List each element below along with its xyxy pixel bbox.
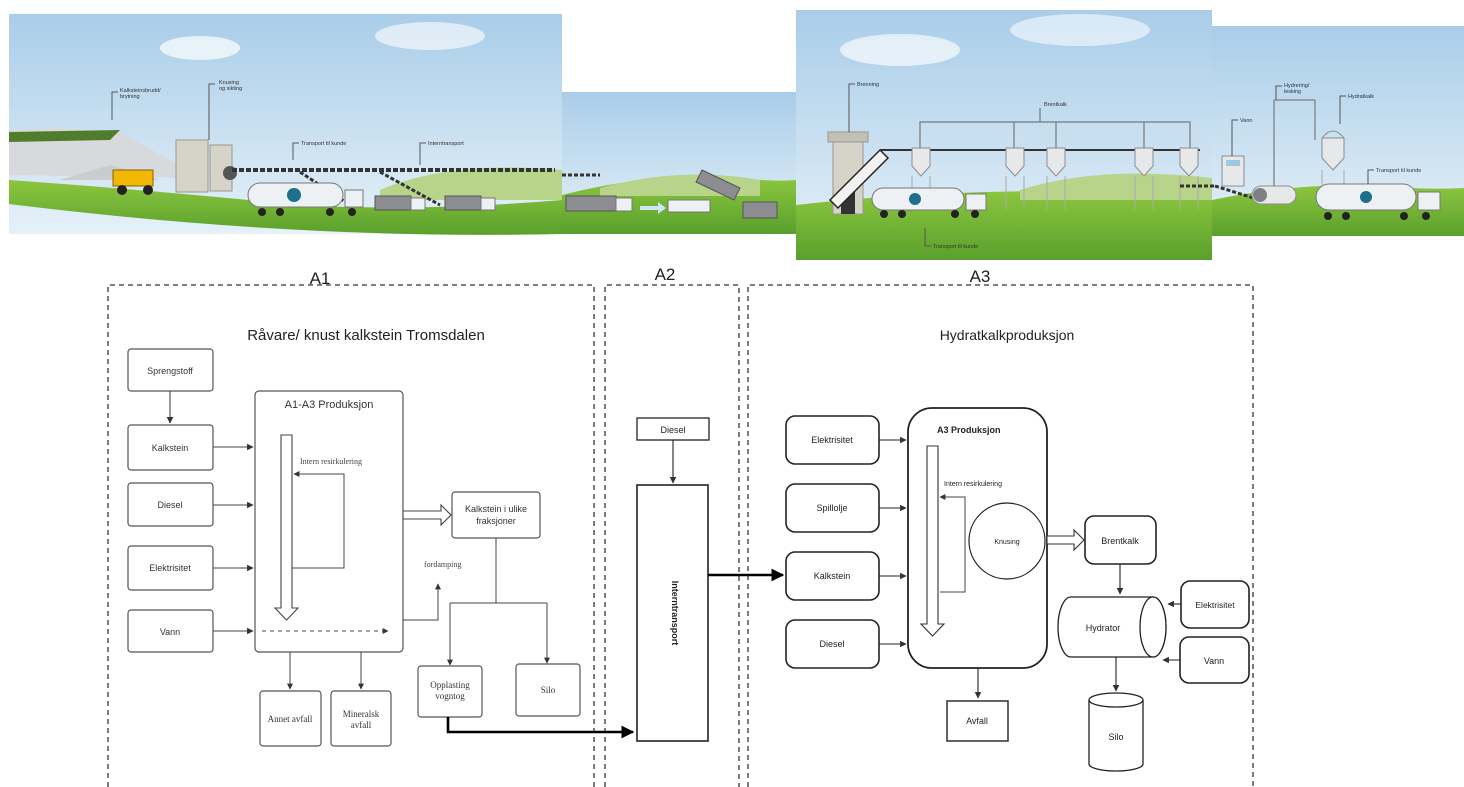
a1-hollow-down-arrow <box>273 434 300 621</box>
a1-production-title: A1-A3 Produksjon <box>285 399 374 411</box>
a3-input-diesel: Diesel <box>819 639 844 649</box>
a1-to-a2-connector <box>446 717 635 739</box>
label-quicklime-scene: Brentkalk <box>1044 102 1067 108</box>
a1-input-elektrisitet: Elektrisitet <box>149 563 191 573</box>
stage-label-a2: A2 <box>655 265 676 284</box>
a1-input-boxes <box>127 348 214 653</box>
a2-internal-transport-label: Interntransport <box>670 581 680 646</box>
label-transport-customer-a3: Transport til kunde <box>933 244 978 250</box>
a2-diesel-label: Diesel <box>660 425 685 435</box>
a1-waste-mineral-l1: Mineralsk <box>343 709 380 719</box>
a1-silo-box <box>515 663 581 717</box>
a3-title: Hydratkalkproduksjon <box>940 327 1075 343</box>
a3-input-kalkstein: Kalkstein <box>814 571 851 581</box>
a1-product-box <box>451 491 541 539</box>
scene-a3-hydration: Vann Hydrering/lesking Hydratkalk Transp… <box>1180 26 1464 236</box>
label-water-scene: Vann <box>1240 118 1252 124</box>
scene-a2-transfer <box>562 92 796 234</box>
stage-label-a1: A1 <box>310 269 331 288</box>
a1-waste-other-box <box>259 690 322 747</box>
a1-evaporation-label: fordamping <box>424 560 461 569</box>
a1-input-diesel: Diesel <box>157 500 182 510</box>
a3-input-spillolje: Spillolje <box>816 503 847 513</box>
a1-input-kalkstein: Kalkstein <box>152 443 189 453</box>
stage-frame-a2 <box>604 284 740 787</box>
a3-crushing-circle <box>968 502 1046 580</box>
a3-quicklime-label: Brentkalk <box>1101 536 1139 546</box>
a3-hydrator-label: Hydrator <box>1086 623 1121 633</box>
a1-product-l1: Kalkstein i ulike <box>465 504 527 514</box>
a3-recycling-label: Intern resirkulering <box>944 481 1002 488</box>
label-hydration: Hydrering/lesking <box>1284 83 1310 95</box>
label-quarry-l2: brytning <box>120 94 140 100</box>
a1-waste-mineral-l2: avfall <box>351 720 372 730</box>
a1-recycling-label: Intern resirkulering <box>300 457 362 466</box>
a1-loading-l2: vogntog <box>435 691 465 701</box>
a3-crushing-label: Knusing <box>994 539 1019 546</box>
a3-production-title: A3 Produksjon <box>937 425 1001 435</box>
a1-loading-box <box>417 665 483 718</box>
a3-waste-box <box>946 700 1009 742</box>
a3-silo-cylinder <box>1088 692 1144 772</box>
a1-production-box <box>254 390 404 653</box>
a1-silo-label: Silo <box>541 685 556 695</box>
label-hydration-l1: Hydrering/ <box>1284 83 1310 89</box>
a3-waste-label: Avfall <box>966 716 988 726</box>
a1-input-sprengstoff: Sprengstoff <box>147 366 193 376</box>
a1-product-l2: fraksjoner <box>476 516 516 526</box>
label-quarry-l1: Kalksteinsbrudd/ <box>120 88 161 94</box>
label-hydrated-lime: Hydratkalk <box>1348 94 1374 100</box>
a1-waste-mineral-box <box>330 690 392 747</box>
a1-waste-other-label: Annet avfall <box>268 714 313 724</box>
a3-input-boxes <box>785 415 880 669</box>
a1-input-vann: Vann <box>160 627 180 637</box>
a3-silo-label: Silo <box>1108 732 1123 742</box>
a3-input-elektrisitet: Elektrisitet <box>811 435 853 445</box>
a1-title: Råvare/ knust kalkstein Tromsdalen <box>247 327 485 344</box>
label-burning: Brenning <box>857 82 879 88</box>
a1-output-hollow-arrow <box>402 503 452 527</box>
label-hydration-l2: lesking <box>1284 89 1301 95</box>
a2-internal-transport-box <box>636 484 709 742</box>
a3-water-label: Vann <box>1204 656 1224 666</box>
label-transport-customer-a1: Transport til kunde <box>301 141 346 147</box>
scene-a3-burning: Brenning Brentkalk Transport til kunde <box>796 10 1212 260</box>
label-crushing-l1: Knusing <box>219 80 239 86</box>
stage-label-a3: A3 <box>970 267 991 286</box>
a1-loading-l1: Opplasting <box>430 680 470 690</box>
a3-output-hollow-arrow <box>1046 528 1085 552</box>
a1-product-label: Kalkstein i ulike fraksjoner <box>465 504 527 526</box>
a3-electricity-label: Elektrisitet <box>1195 600 1235 610</box>
label-internal-transport: Interntransport <box>428 141 464 147</box>
a3-hollow-down-arrow <box>919 445 946 637</box>
label-quarry: Kalksteinsbrudd/brytning <box>120 88 161 100</box>
label-transport-customer-a3b: Transport til kunde <box>1376 168 1421 174</box>
label-crushing-l2: og sikting <box>219 86 242 92</box>
a3-hydrator-cylinder <box>1057 596 1167 658</box>
